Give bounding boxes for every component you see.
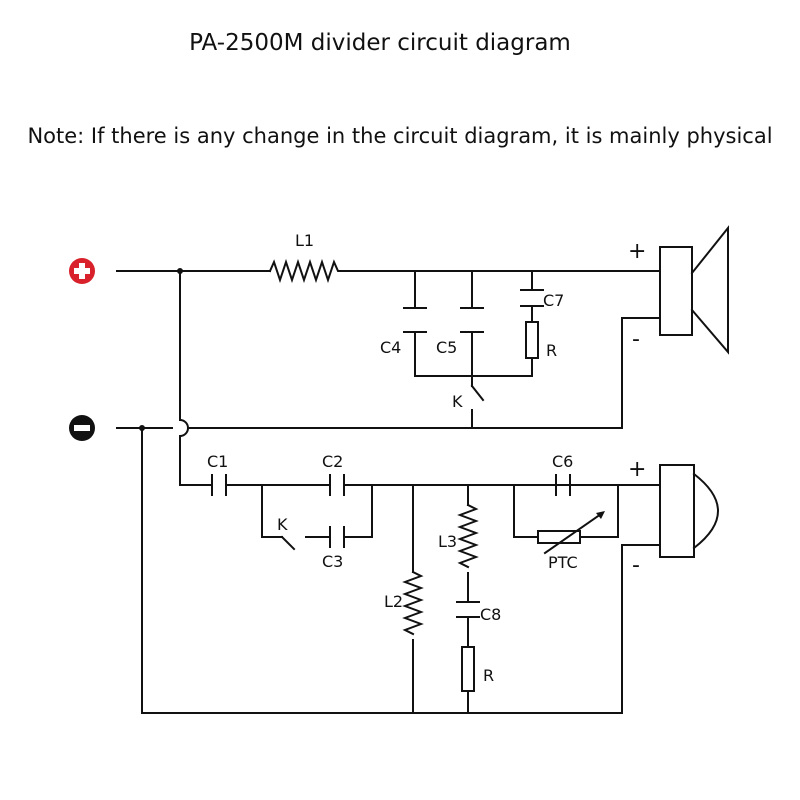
tweeter-minus: - bbox=[632, 553, 640, 578]
woofer-plus: + bbox=[628, 239, 646, 264]
diagram-note: Note: If there is any change in the circ… bbox=[27, 124, 773, 148]
positive-terminal-icon bbox=[69, 258, 95, 284]
capacitor-c3 bbox=[305, 484, 373, 548]
label-c5: C5 bbox=[436, 338, 457, 357]
capacitor-c2 bbox=[261, 474, 661, 496]
label-c6: C6 bbox=[552, 452, 573, 471]
inductor-l2 bbox=[402, 484, 424, 714]
label-c3: C3 bbox=[322, 552, 343, 571]
label-c8: C8 bbox=[480, 605, 501, 624]
label-r-top: R bbox=[546, 341, 557, 360]
switch-k-top bbox=[414, 375, 533, 429]
inductor-l1 bbox=[268, 258, 349, 284]
capacitor-c7 bbox=[520, 270, 544, 323]
label-c2: C2 bbox=[322, 452, 343, 471]
label-c1: C1 bbox=[207, 452, 228, 471]
resistor-r-top bbox=[525, 321, 539, 377]
label-r-bottom: R bbox=[483, 666, 494, 685]
capacitor-c1 bbox=[179, 474, 263, 496]
ground-rail bbox=[141, 427, 661, 714]
page-title: PA-2500M divider circuit diagram bbox=[189, 30, 571, 56]
woofer-minus: - bbox=[632, 327, 640, 352]
capacitor-c5 bbox=[460, 270, 484, 377]
tweeter-plus: + bbox=[628, 457, 646, 482]
label-c7: C7 bbox=[543, 291, 564, 310]
label-l3: L3 bbox=[438, 532, 457, 551]
label-k-bottom: K bbox=[277, 515, 288, 534]
ptc-thermistor bbox=[513, 484, 619, 555]
label-c4: C4 bbox=[380, 338, 401, 357]
switch-k-bottom bbox=[261, 484, 296, 551]
capacitor-c6 bbox=[513, 474, 571, 496]
tweeter-speaker-icon bbox=[659, 464, 719, 558]
capacitor-c4 bbox=[403, 270, 427, 377]
label-k-top: K bbox=[452, 392, 463, 411]
top-wiring bbox=[116, 268, 661, 486]
inductor-l3 bbox=[457, 484, 479, 603]
capacitor-c8 bbox=[456, 601, 480, 648]
resistor-r-bottom bbox=[461, 646, 475, 714]
label-l2: L2 bbox=[384, 592, 403, 611]
label-l1: L1 bbox=[295, 231, 314, 250]
label-ptc: PTC bbox=[548, 553, 578, 572]
negative-terminal-icon bbox=[69, 415, 95, 441]
woofer-speaker-icon bbox=[659, 225, 729, 355]
